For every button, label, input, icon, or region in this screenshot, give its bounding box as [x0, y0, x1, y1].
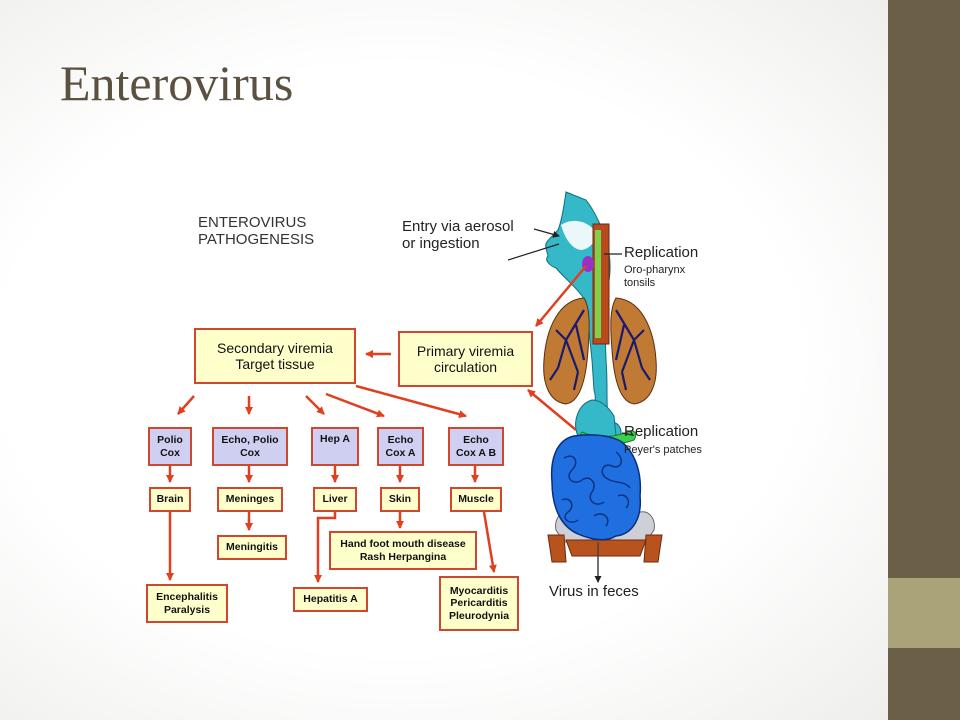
box-line: Primary viremia	[416, 342, 515, 359]
secondary-viremia-box: Secondary viremia Target tissue	[194, 328, 356, 384]
box-line: Cox	[240, 446, 260, 459]
box-line: Hand foot mouth disease	[340, 538, 466, 551]
virus-group-echo-cox-a-b: Echo Cox A B	[448, 427, 504, 466]
box-line: Pleurodynia	[448, 609, 510, 622]
replication-peyers-sublabel: Peyer's patches	[624, 444, 702, 456]
disease-hfmd: Hand foot mouth disease Rash Herpangina	[329, 531, 477, 570]
box-line: Cox A	[385, 446, 416, 459]
side-band-top	[888, 0, 960, 578]
disease-hepatitis-a: Hepatitis A	[293, 587, 368, 612]
diagram-title-line: ENTEROVIRUS	[198, 214, 307, 231]
virus-in-feces-label: Virus in feces	[549, 583, 639, 600]
box-line: Pericarditis	[450, 597, 508, 610]
box-line: Target tissue	[235, 356, 315, 372]
box-line: Echo	[387, 434, 414, 447]
disease-cardiac: Myocarditis Pericarditis Pleurodynia	[439, 576, 519, 631]
virus-group-polio-cox: Polio Cox	[148, 427, 192, 466]
sublabel-line: tonsils	[624, 276, 656, 289]
tissue-skin: Skin	[380, 487, 420, 512]
pathogenesis-diagram: ENTEROVIRUS PATHOGENESIS Entry via aeros…	[146, 190, 761, 635]
disease-meningitis: Meningitis	[217, 535, 287, 560]
entry-label: Entry via aerosol or ingestion	[402, 218, 514, 253]
disease-encephalitis: Encephalitis Paralysis	[146, 584, 228, 623]
box-line: Paralysis	[163, 603, 211, 616]
slide-title: Enterovirus	[60, 55, 294, 111]
box-line: Cox A B	[455, 446, 497, 459]
side-band-accent	[888, 578, 960, 648]
tissue-muscle: Muscle	[450, 487, 502, 512]
anatomy-figure	[543, 191, 663, 583]
box-line: Myocarditis	[449, 585, 509, 598]
diagram-title: ENTEROVIRUS PATHOGENESIS	[198, 214, 314, 249]
box-line: Echo	[463, 434, 489, 447]
box-line: Hep A	[320, 433, 350, 445]
box-line: circulation	[433, 359, 498, 375]
diagram-title-line: PATHOGENESIS	[198, 231, 315, 249]
virus-group-echo-polio-cox: Echo, Polio Cox	[212, 427, 288, 466]
tissue-meninges: Meninges	[217, 487, 283, 512]
virus-group-hep-a: Hep A	[311, 427, 359, 466]
box-line: Polio	[157, 434, 183, 447]
box-line: Cox	[160, 446, 180, 459]
side-band-bottom	[888, 648, 960, 720]
box-line: Echo, Polio	[221, 434, 279, 447]
virus-group-echo-cox-a: Echo Cox A	[377, 427, 424, 466]
tissue-brain: Brain	[149, 487, 191, 512]
replication-peyers-label: Replication	[624, 423, 699, 440]
tissue-liver: Liver	[313, 487, 357, 512]
sublabel-line: Oro-pharynx	[624, 264, 686, 276]
primary-viremia-box: Primary viremia circulation	[398, 331, 533, 387]
entry-label-line: Entry via aerosol	[402, 218, 514, 235]
box-line: Secondary viremia	[217, 339, 333, 356]
replication-oropharynx-sublabel: Oro-pharynx tonsils	[624, 264, 685, 289]
diagram-graphics	[166, 191, 663, 583]
entry-label-line: or ingestion	[402, 235, 480, 253]
replication-oropharynx-label: Replication	[624, 244, 699, 261]
box-line: Encephalitis	[156, 591, 218, 604]
box-line: Rash Herpangina	[359, 550, 447, 563]
